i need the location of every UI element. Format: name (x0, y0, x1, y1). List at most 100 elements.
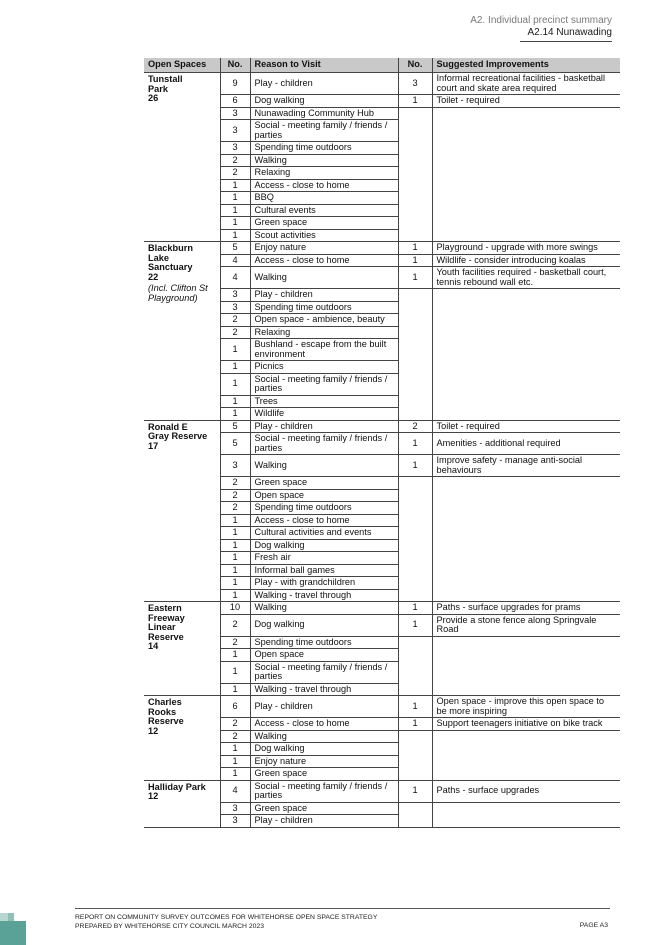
reason-text: Walking (249, 730, 398, 743)
reason-text: Social - meeting family / friends / part… (249, 780, 398, 803)
reason-text: Access - close to home (249, 717, 398, 731)
reason-text: Relaxing (249, 326, 398, 339)
open-space-cell: Charles Rooks Reserve 12 (144, 695, 220, 781)
open-space-name: Charles Rooks Reserve 12 (148, 697, 184, 736)
open-space-name: Halliday Park 12 (148, 781, 206, 801)
reason-count: 1 (219, 179, 250, 192)
improvement-count: 1 (397, 780, 432, 803)
improvement-count-empty (397, 191, 432, 204)
reason-count: 2 (219, 730, 250, 743)
improvement-text-empty (431, 742, 620, 755)
reason-text: Spending time outdoors (249, 301, 398, 314)
open-space-name: Ronald E Gray Reserve 17 (148, 421, 208, 451)
reason-count: 2 (219, 476, 250, 490)
reason-text: Social - meeting family / friends / part… (249, 373, 398, 396)
improvement-count-empty (397, 814, 432, 828)
reason-count: 4 (219, 254, 250, 267)
reason-text: Dog walking (249, 742, 398, 756)
reason-count: 1 (219, 648, 250, 662)
reason-count: 3 (219, 814, 250, 828)
reason-text: Open space (249, 648, 398, 662)
reason-text: Walking - travel through (249, 683, 398, 696)
reason-text: Fresh air (249, 551, 398, 565)
improvement-count: 1 (397, 601, 432, 615)
reason-count: 4 (219, 266, 250, 289)
reason-text: Bushland - escape from the built environ… (249, 338, 398, 361)
improvement-text-empty (431, 360, 620, 373)
open-space-name: Eastern Freeway Linear Reserve 14 (148, 603, 185, 651)
improvement-text: Informal recreational facilities - baske… (431, 72, 620, 95)
improvement-count: 1 (397, 241, 432, 255)
improvement-text-empty (431, 802, 620, 815)
corner-tab-mid (8, 913, 14, 921)
improvement-count-empty (397, 539, 432, 552)
open-space-cell: Ronald E Gray Reserve 17 (144, 420, 220, 602)
improvement-text: Toilet - required (431, 420, 620, 433)
reason-count: 2 (219, 636, 250, 649)
improvement-count-empty (397, 360, 432, 373)
improvement-count-empty (397, 107, 432, 120)
reason-text: Play - children (249, 288, 398, 302)
reason-count: 5 (219, 420, 250, 433)
improvement-count-empty (397, 326, 432, 339)
reason-count: 1 (219, 551, 250, 565)
improvement-text: Improve safety - manage anti-social beha… (431, 454, 620, 477)
reason-text: Dog walking (249, 539, 398, 552)
improvement-count-empty (397, 730, 432, 743)
reason-text: Cultural events (249, 204, 398, 217)
reason-count: 1 (219, 204, 250, 217)
reason-text: Walking (249, 454, 398, 477)
reason-count: 1 (219, 373, 250, 396)
reason-text: Relaxing (249, 166, 398, 180)
improvement-count-empty (397, 179, 432, 192)
open-space-name: Tunstall Park 26 (148, 74, 183, 103)
improvement-text-empty (431, 313, 620, 326)
reason-count: 4 (219, 780, 250, 803)
improvement-count-empty (397, 589, 432, 602)
improvement-text-empty (431, 526, 620, 539)
reason-text: Walking - travel through (249, 589, 398, 602)
reason-count: 1 (219, 564, 250, 577)
reason-count: 1 (219, 755, 250, 768)
improvement-text-empty (431, 229, 620, 242)
improvement-count-empty (397, 395, 432, 408)
reason-text: Walking (249, 266, 398, 289)
improvement-text-empty (431, 166, 620, 179)
open-space-cell: Halliday Park 12 (144, 780, 220, 828)
improvement-text-empty (431, 326, 620, 339)
improvement-count: 2 (397, 420, 432, 433)
reason-count: 3 (219, 454, 250, 477)
improvement-count: 1 (397, 94, 432, 108)
improvement-text: Youth facilities required - basketball c… (431, 266, 620, 289)
improvement-count: 1 (397, 266, 432, 289)
improvement-text-empty (431, 395, 620, 408)
improvement-count-empty (397, 338, 432, 361)
reason-text: Wildlife (249, 407, 398, 421)
reason-text: Nunawading Community Hub (249, 107, 398, 120)
page-header: A2. Individual precinct summary A2.14 Nu… (470, 15, 612, 42)
improvement-text-empty (431, 551, 620, 564)
improvement-count-empty (397, 564, 432, 577)
reason-count: 3 (219, 288, 250, 302)
improvement-count: 1 (397, 695, 432, 718)
reason-text: Play - children (249, 72, 398, 95)
